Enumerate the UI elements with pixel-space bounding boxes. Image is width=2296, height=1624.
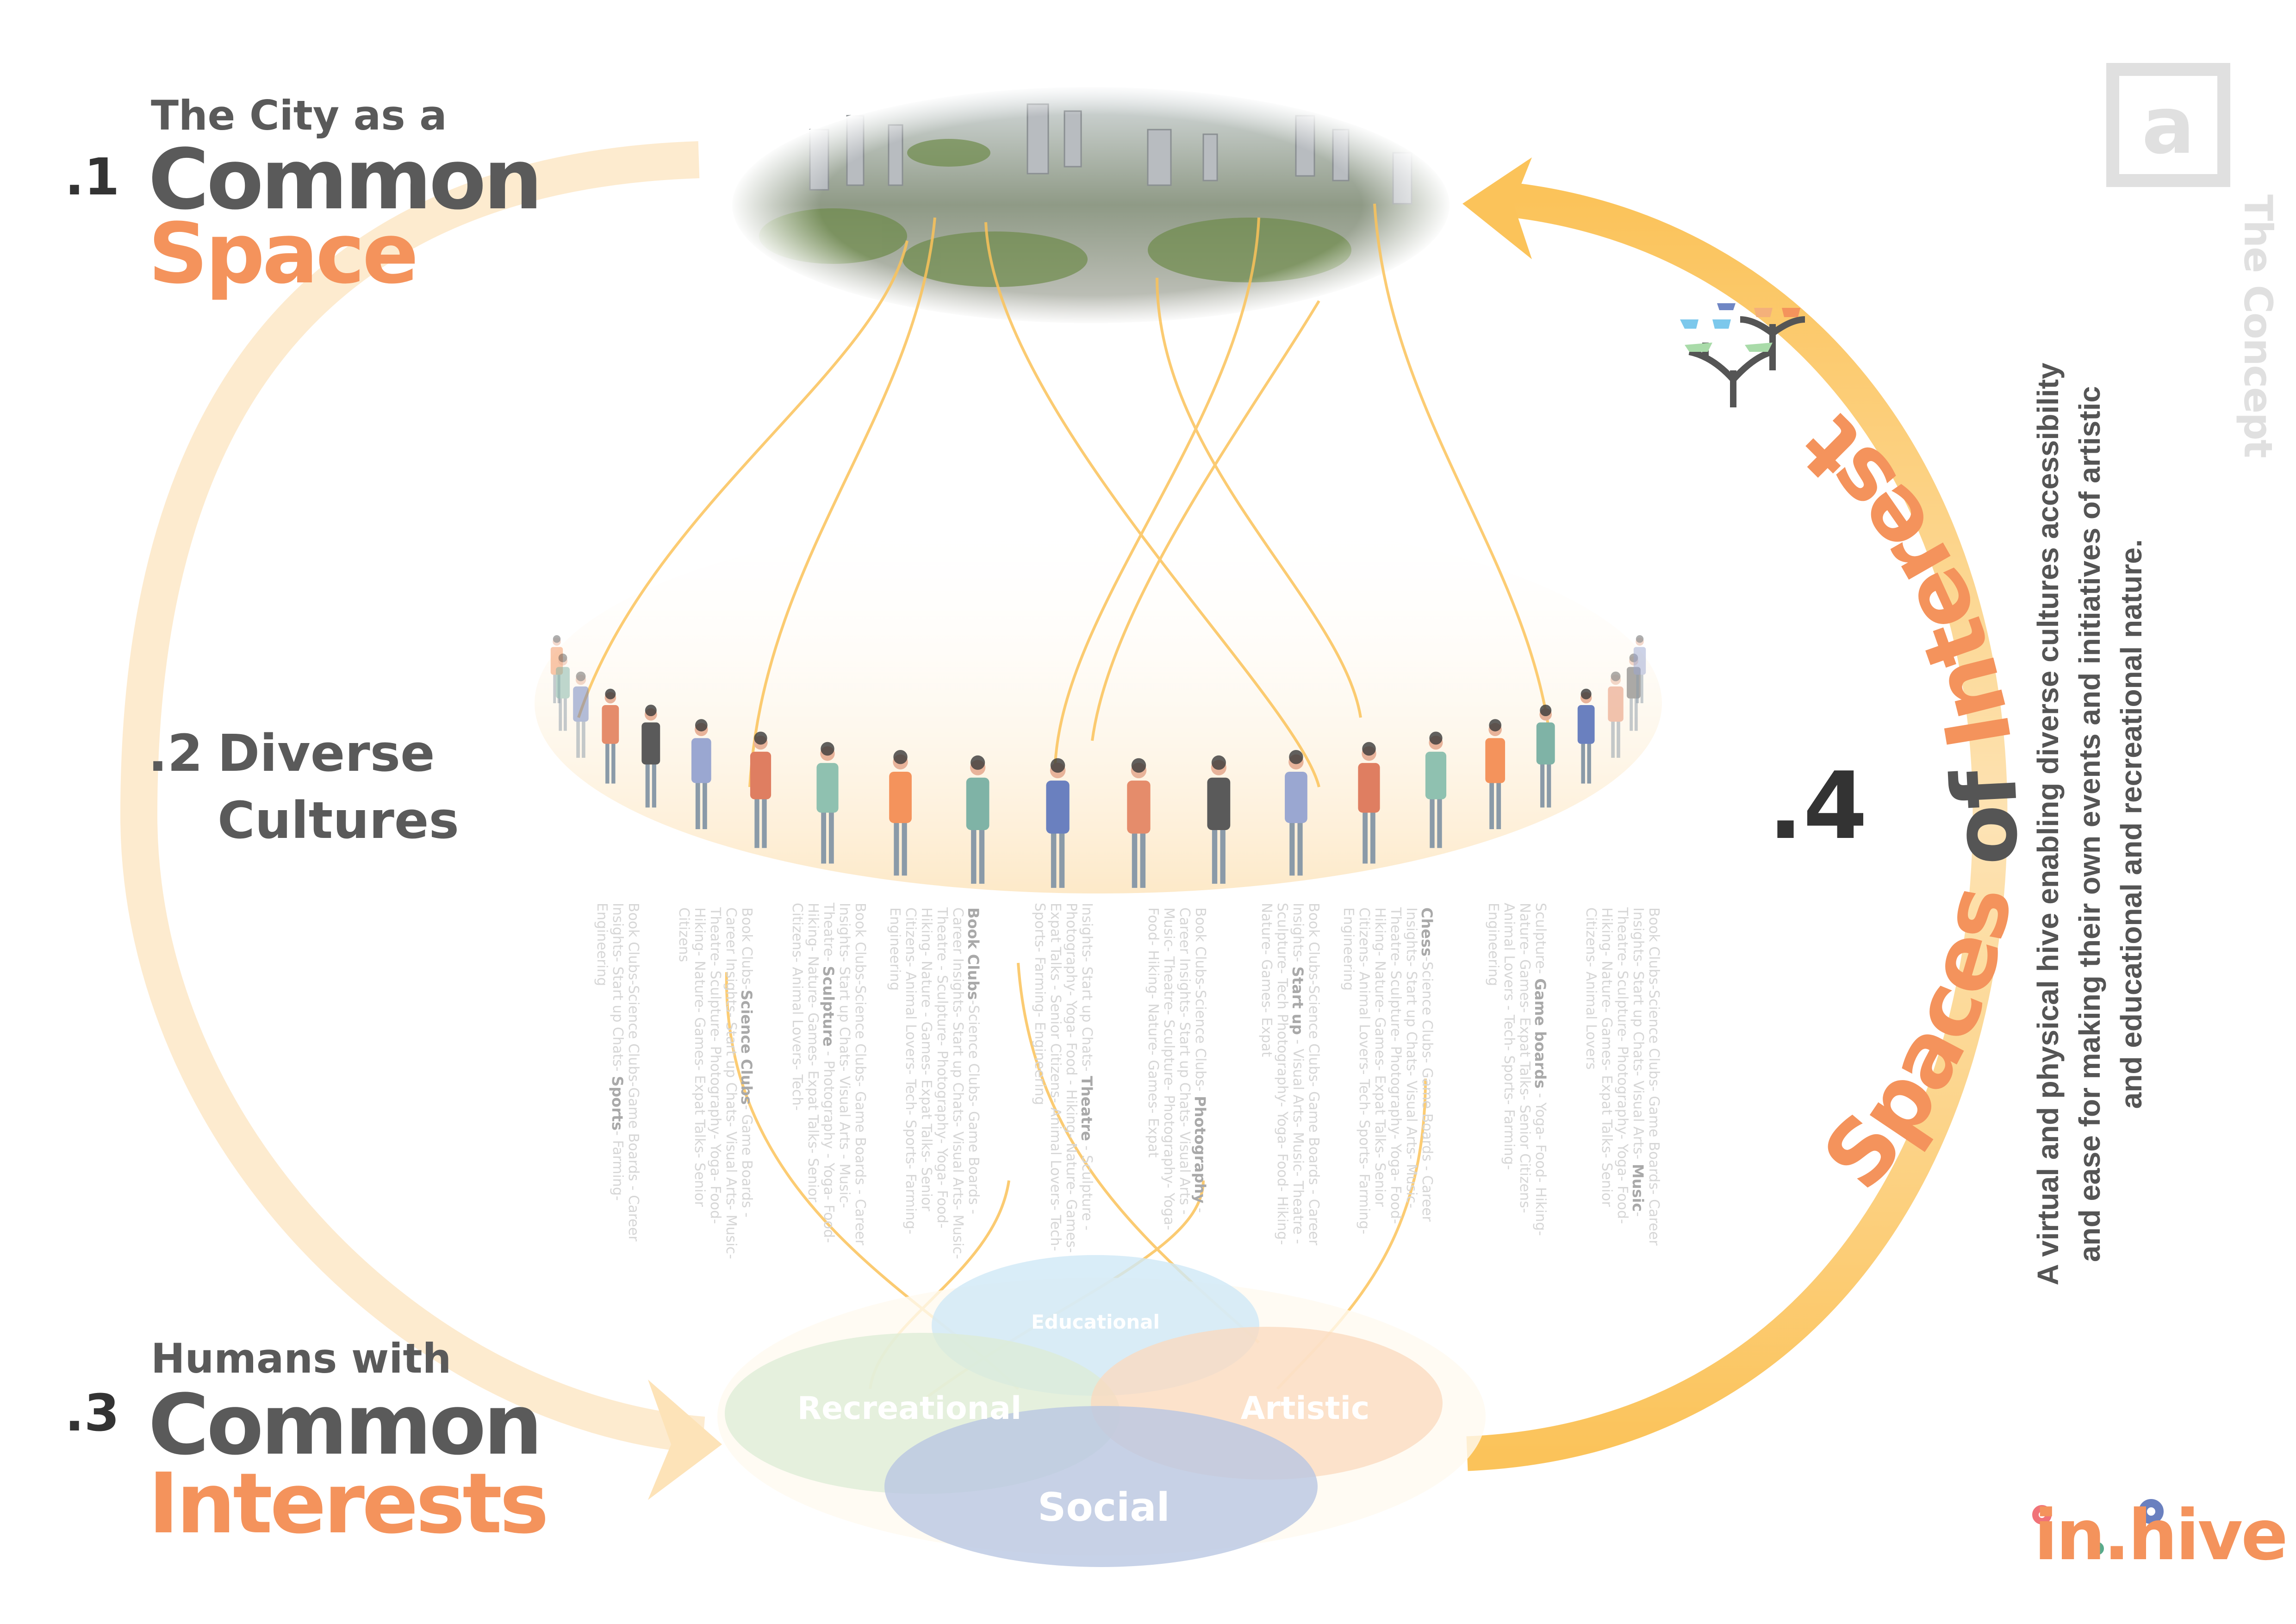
interest-column: Book Clubs-Science Clubs- Game Boards - … <box>872 907 982 1259</box>
venn-label-artistic: Artistic <box>1241 1390 1370 1427</box>
person-figure <box>1127 758 1151 888</box>
person-figure <box>1577 688 1595 784</box>
interest-text: - Visual Arts- Music- Theatre - Sculptur… <box>1258 903 1306 1245</box>
inhive-logo: in.hive <box>2034 1495 2288 1576</box>
person-figure <box>816 742 839 864</box>
tree-growth-icon <box>1680 303 1805 407</box>
section1-line1: The City as a <box>151 92 447 139</box>
section3-line3: Interests <box>148 1455 546 1552</box>
section3-number: .3 <box>65 1383 119 1443</box>
section2-number: .2 <box>148 724 203 783</box>
interest-column: Chess-Science Clubs- Game Boards - Caree… <box>1326 907 1436 1259</box>
interest-text: Book Clubs-Science Clubs-Game Boards - C… <box>610 903 641 1242</box>
venn-diagram: Educational Recreational Artistic Social <box>717 1255 1486 1567</box>
person-figure <box>1285 750 1307 876</box>
person-figure <box>1207 755 1231 884</box>
interest-text: Book Clubs-Science Clubs- Game Boards - … <box>1290 903 1322 1245</box>
section3-line1: Humans with <box>151 1335 451 1382</box>
interest-highlight: Chess <box>1418 907 1436 957</box>
venn-label-educational: Educational <box>1031 1311 1160 1333</box>
interest-text: - Farming- Engineering <box>594 903 626 1201</box>
person-figure <box>1046 758 1070 888</box>
person-figure <box>602 688 619 784</box>
interest-column: Insights- Start up Chats- Theatre - Scul… <box>986 903 1095 1255</box>
interest-column: Book Clubs-Science Clubs- Photography - … <box>1099 907 1209 1259</box>
arrow-head-left <box>648 1380 722 1500</box>
interest-text: Book Clubs-Science Clubs- Game Boards- C… <box>1630 907 1662 1246</box>
interest-text: - Career Insights- Start up Chats- Visua… <box>1145 907 1208 1230</box>
section2-line1: Diverse <box>218 724 435 783</box>
interest-highlight: Science Clubs <box>738 990 755 1105</box>
person-figure <box>1425 731 1447 848</box>
venn-social <box>884 1406 1318 1567</box>
cycle-arc-right <box>1466 181 2008 1471</box>
interest-text: Book Clubs- <box>739 907 755 990</box>
person-figure <box>1536 705 1555 808</box>
interest-text: - Theatre- Sculpture- Photography- Yoga-… <box>1583 907 1646 1224</box>
interest-column: Book Clubs-Science Clubs- Game Boards - … <box>759 903 868 1255</box>
interest-text: Insights- Start up Chats- <box>1079 903 1095 1076</box>
concept-badge-letter: a <box>2142 80 2195 172</box>
person-figure <box>1608 671 1624 758</box>
interest-column: Book Clubs-Science Clubs-Game Boards - C… <box>532 903 641 1255</box>
interest-highlight: Book Clubs <box>964 907 982 1000</box>
interest-text: -Science Clubs- Game Boards - Career Ins… <box>887 907 982 1259</box>
interest-text: - Game Boards - Career Insights- Start u… <box>676 907 755 1259</box>
person-figure <box>889 750 912 876</box>
arrow-head-right <box>1462 157 1532 259</box>
section4-number: .4 <box>1768 752 1867 860</box>
interest-text: Book Clubs-Science Clubs- Game Boards - … <box>821 903 868 1245</box>
interest-highlight: Music <box>1629 1163 1647 1212</box>
person-figure <box>641 705 660 808</box>
venn-label-recreational: Recreational <box>797 1390 1021 1427</box>
interest-text: Book Clubs-Science Clubs- <box>1192 907 1208 1096</box>
city-aerial-image <box>730 85 1452 325</box>
person-figure <box>573 671 589 758</box>
venn-label-social: Social <box>1038 1485 1170 1530</box>
cycle-arc-left <box>120 141 705 1454</box>
interest-column: Sculpture- Game boards - Yoga- Food- Hik… <box>1439 903 1549 1255</box>
person-figure <box>691 719 711 830</box>
interest-text: -Science Clubs- Game Boards - Career Ins… <box>1340 907 1435 1235</box>
interest-text: - Photography - Yoga- Food- Hiking- Natu… <box>789 903 837 1243</box>
interest-highlight: Theatre <box>1078 1076 1095 1141</box>
interest-column: Book Clubs-Science Clubs- Game Boards - … <box>646 907 755 1259</box>
section1-number: .1 <box>65 147 119 206</box>
person-figure <box>966 755 989 884</box>
section2-line2: Cultures <box>218 791 459 850</box>
interest-text: Sculpture- <box>1532 903 1549 979</box>
concept-description: A virtual and physical hive enabling div… <box>2031 362 2148 1286</box>
logo-dots <box>2032 1499 2164 1555</box>
section3-line2: Common <box>148 1377 540 1474</box>
people-platform <box>535 513 1662 893</box>
section1-line3: Space <box>148 206 416 302</box>
person-figure <box>1633 635 1646 703</box>
interest-highlight: Game boards <box>1531 978 1549 1089</box>
interest-highlight: Sports <box>609 1076 626 1131</box>
person-figure <box>1485 719 1506 830</box>
interest-column: Book Clubs-Science Clubs- Game Boards- C… <box>1553 907 1662 1259</box>
concept-badge <box>2106 63 2230 187</box>
interest-text: - Sculpture - Photography- Yoga- Food - … <box>1032 903 1095 1253</box>
interest-highlight: Photography <box>1191 1096 1209 1204</box>
interest-highlight: Sculpture <box>820 966 837 1047</box>
interest-column: Book Clubs-Science Clubs- Game Boards - … <box>1213 903 1322 1255</box>
person-figure <box>556 653 570 731</box>
person-figure <box>750 731 772 848</box>
people-figures <box>550 635 1646 888</box>
concept-label: The Concept <box>2235 194 2281 457</box>
person-figure <box>1358 742 1380 864</box>
section1-line2: Common <box>148 131 540 228</box>
interest-highlight: Start up <box>1289 966 1307 1035</box>
interest-text: - Yoga- Food- Hiking- Nature- Games- Exp… <box>1485 903 1549 1236</box>
